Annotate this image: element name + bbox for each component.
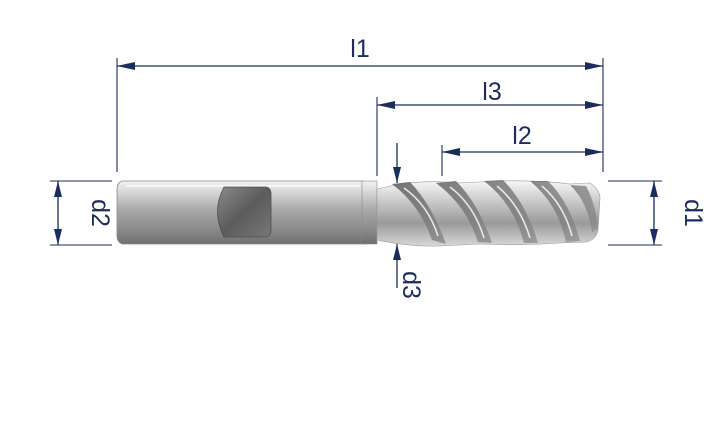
label-d1: d1 <box>679 199 707 227</box>
dimension-l2: l2 <box>441 122 603 176</box>
dimension-l3: l3 <box>376 78 603 176</box>
label-l1: l1 <box>350 35 369 63</box>
dimension-d1: d1 <box>608 180 707 246</box>
dimension-d2: d2 <box>50 180 114 246</box>
dimension-d3: d3 <box>393 143 425 299</box>
label-d3: d3 <box>397 271 425 299</box>
label-d2: d2 <box>86 199 114 227</box>
label-l3: l3 <box>482 78 501 106</box>
tool-neck <box>361 180 378 245</box>
dimension-l1: l1 <box>116 35 604 172</box>
clamping-flat <box>217 186 272 238</box>
end-mill-tool <box>116 180 601 247</box>
label-l2: l2 <box>512 122 531 150</box>
